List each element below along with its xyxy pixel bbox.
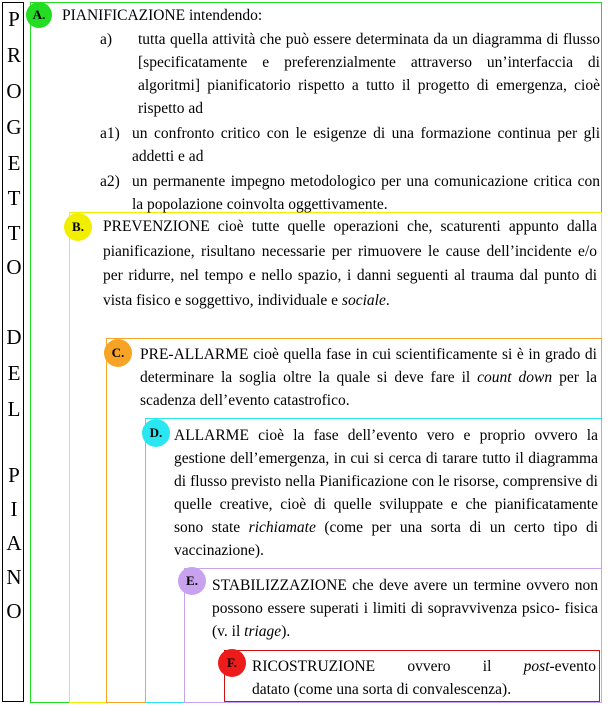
vertical-title: P R O G E T T O D E L P I A N O (2, 2, 24, 702)
section-c-italic: count down (477, 369, 553, 386)
section-b-text: PREVENZIONE cioè tutte quelle operazioni… (103, 215, 597, 313)
section-e-end: ). (281, 623, 291, 640)
list-item: a1) un confronto critico con le esigenze… (100, 122, 600, 168)
vertical-letter: L (7, 397, 21, 421)
section-c-badge: C. (104, 339, 132, 367)
list-item-text: un permanente impegno metodologico per u… (132, 173, 600, 213)
section-e-text: STABILIZZAZIONE che deve avere un termin… (212, 574, 598, 643)
list-item-text: tutta quella attività che può essere det… (138, 31, 600, 117)
section-b-italic: sociale (341, 291, 386, 309)
list-item-text: un confronto critico con le esigenze di … (132, 125, 600, 165)
list-item-label: a1) (100, 125, 120, 142)
section-f-italic: post- (523, 658, 555, 675)
vertical-letter: O (6, 255, 22, 279)
vertical-letter: O (6, 79, 22, 103)
section-e-italic: triage (244, 623, 282, 640)
list-item: a2) un permanente impegno metodologico p… (100, 170, 600, 216)
section-f-text: RICOSTRUZIONE ovvero il post-evento (252, 655, 596, 678)
list-item: a) tutta quella attività che può essere … (100, 28, 600, 120)
section-c-text: PRE-ALLARME cioè quella fase in cui scie… (140, 343, 597, 412)
list-item-label: a) (100, 31, 113, 48)
section-e-frame (184, 568, 602, 703)
section-a-badge: A. (26, 2, 52, 28)
vertical-letter: R (6, 43, 21, 67)
vertical-letter: I (10, 497, 18, 521)
section-b-body: PREVENZIONE cioè tutte quelle operazioni… (103, 218, 597, 309)
vertical-letter: P (8, 7, 20, 31)
section-e-badge: E. (178, 567, 206, 595)
section-d-badge: D. (142, 419, 170, 447)
section-f-line2: datato (come una sorta di convalescenza)… (252, 681, 512, 698)
vertical-letter: P (8, 463, 20, 487)
vertical-letter: D (6, 325, 22, 349)
section-a-list: a) tutta quella attività che può essere … (100, 28, 600, 216)
section-f-body: RICOSTRUZIONE ovvero il (252, 658, 524, 675)
section-d-body: ALLARME cioè la fase dell’evento vero e … (174, 427, 598, 536)
vertical-letter: E (7, 151, 21, 175)
section-b-end: . (385, 291, 390, 309)
vertical-letter: O (6, 599, 22, 623)
section-f-badge: F. (218, 649, 246, 677)
section-f-body-end: evento (554, 658, 596, 675)
section-a-heading: PIANIFICAZIONE intendendo: (62, 7, 263, 24)
vertical-letter: N (6, 565, 22, 589)
vertical-letter: T (7, 221, 21, 245)
section-c-end: per la scadenza dell’evento catastrofico… (140, 369, 598, 409)
list-item-label: a2) (100, 173, 120, 190)
vertical-letter: T (7, 186, 21, 210)
vertical-letter: E (7, 361, 21, 385)
section-f-frame (224, 650, 600, 702)
section-d-text: ALLARME cioè la fase dell’evento vero e … (174, 424, 598, 562)
section-e-body: STABILIZZAZIONE che deve avere un termin… (212, 577, 598, 640)
section-d-italic: richiamate (248, 519, 316, 536)
vertical-letter: G (6, 115, 22, 139)
section-d-end: (come per una sorta di un certo tipo di … (174, 519, 598, 559)
vertical-letter: A (6, 531, 22, 555)
section-b-badge: B. (64, 213, 92, 241)
section-c-body: PRE-ALLARME cioè quella fase in cui scie… (140, 346, 597, 386)
